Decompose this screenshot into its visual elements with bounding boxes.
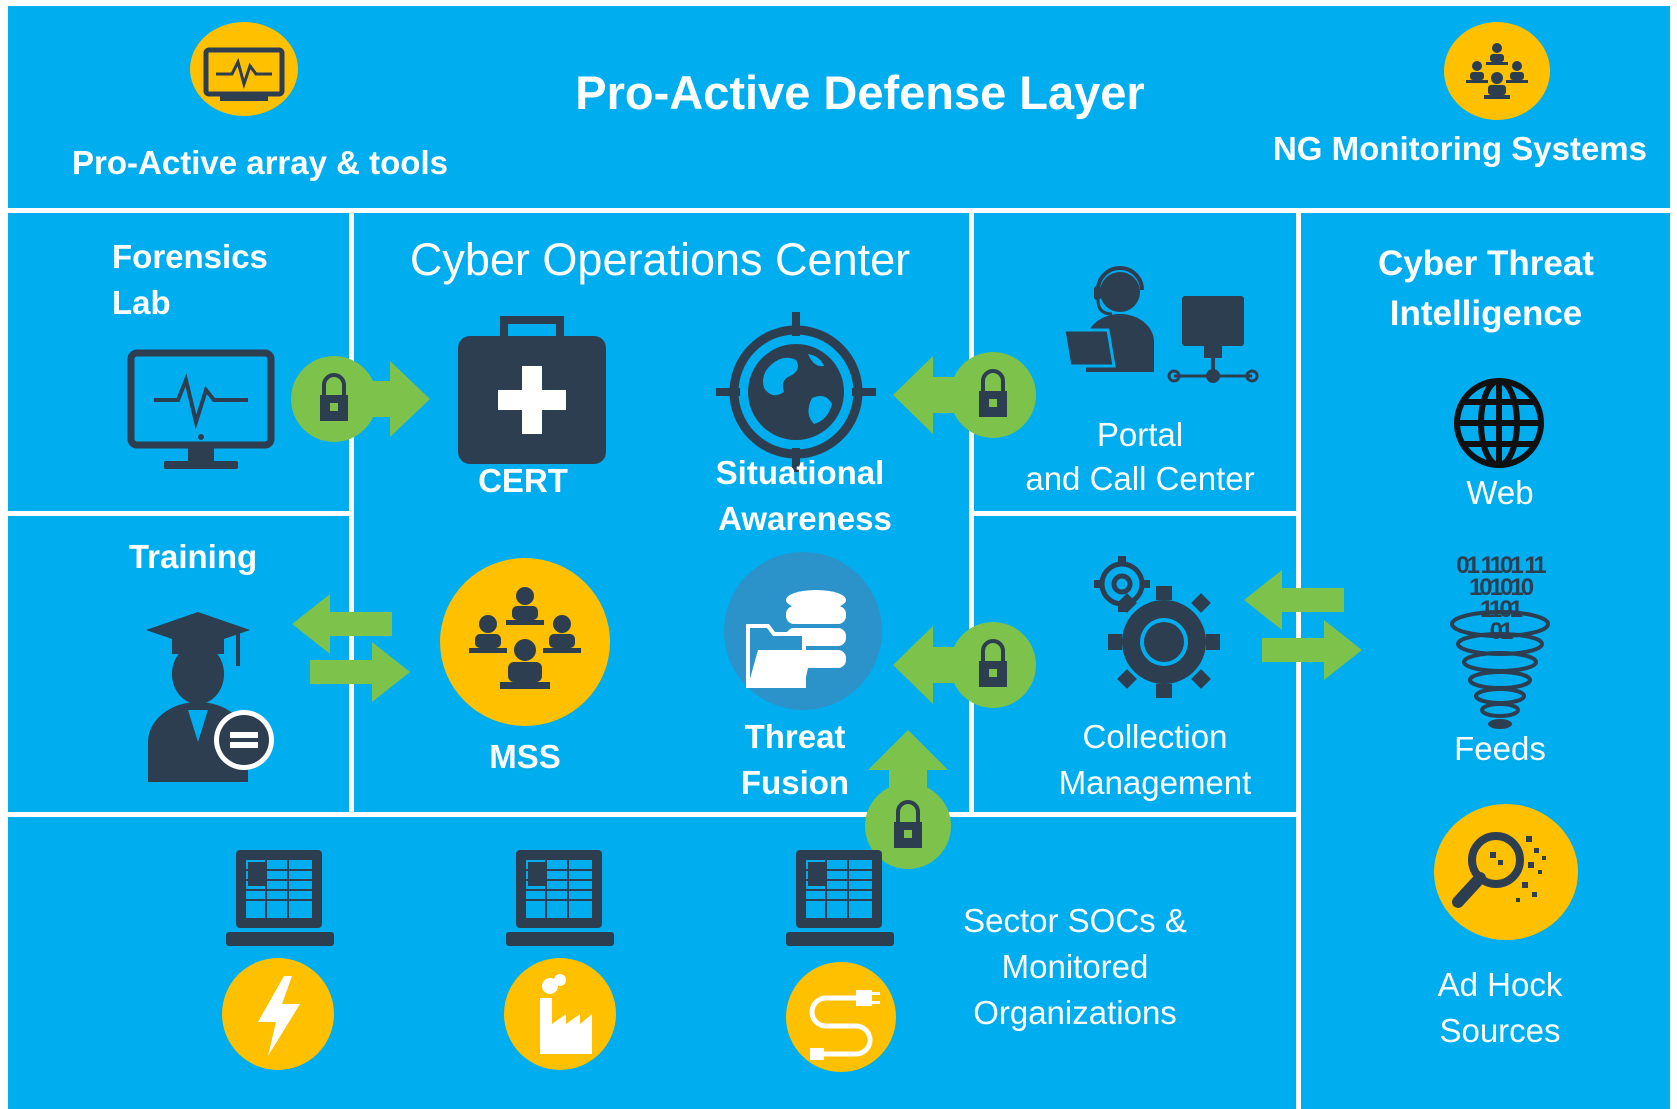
training-title: Training — [128, 538, 258, 575]
lock-arrow-sector-threat — [865, 730, 951, 869]
situational-label-1: Situational — [715, 454, 885, 491]
feeds-label: Feeds — [1454, 730, 1546, 767]
binary-line-4: 01 — [1489, 618, 1514, 645]
data-funnel-icon — [1450, 610, 1550, 729]
adhock-label-1: Ad Hock — [1437, 966, 1563, 1003]
collection-label-1: Collection — [1082, 718, 1228, 755]
laptop-icon — [786, 850, 894, 946]
laptop-icon — [226, 850, 334, 946]
call-agent-icon — [1062, 266, 1154, 372]
binary-line-1: 01 1101 11 — [1456, 552, 1546, 579]
coc-title: Cyber Operations Center — [409, 234, 911, 285]
ng-monitoring-label: NG Monitoring Systems — [1272, 130, 1648, 167]
team-icon-glyph — [1466, 43, 1528, 99]
binary-line-3: 1101 — [1479, 596, 1523, 623]
collection-label-2: Management — [1058, 764, 1252, 801]
team-icon — [1444, 22, 1550, 120]
double-arrow-collection-cti — [1244, 570, 1362, 680]
plug-icon — [809, 990, 880, 1060]
team-large-icon — [469, 587, 581, 689]
database-folder-icon — [746, 590, 846, 688]
laptop-icon — [506, 850, 614, 946]
pro-active-tools-label: Pro-Active array & tools — [72, 144, 448, 181]
target-globe-icon — [716, 312, 876, 472]
cert-label: CERT — [478, 462, 568, 499]
cti-panel — [1301, 213, 1670, 1109]
forensics-title-2: Lab — [112, 284, 171, 321]
sector-label-3: Organizations — [973, 994, 1177, 1031]
monitor-pulse-icon-glyph — [203, 47, 285, 101]
graduate-icon — [146, 612, 274, 782]
forensics-title-1: Forensics — [112, 238, 268, 275]
monitor-pulse-large-icon — [127, 349, 275, 469]
adhock-circle — [1434, 804, 1578, 940]
cti-title-2: Intelligence — [1389, 294, 1583, 333]
double-arrow-training-mss — [292, 594, 410, 702]
lock-arrow-portal-situational — [893, 352, 1036, 438]
adhock-label-2: Sources — [1439, 1012, 1561, 1049]
lightning-icon — [258, 976, 300, 1056]
threat-label-1: Threat — [744, 718, 846, 755]
portal-label-2: and Call Center — [1025, 460, 1255, 497]
sector-label-1: Sector SOCs & — [963, 902, 1187, 939]
globe-icon — [1454, 378, 1544, 468]
sector-panel — [8, 817, 1296, 1109]
sector-label-2: Monitored — [1001, 948, 1149, 985]
lock-arrow-collection-threat — [893, 622, 1036, 708]
page-title: Pro-Active Defense Layer — [575, 66, 1145, 119]
binary-line-2: 101010 — [1468, 574, 1534, 601]
gears-icon — [1094, 556, 1220, 698]
mss-label: MSS — [489, 738, 561, 775]
lock-arrow-forensics-cert — [291, 356, 430, 442]
threat-label-2: Fusion — [740, 764, 850, 801]
network-pc-icon — [1167, 296, 1259, 383]
portal-label-1: Portal — [1096, 416, 1184, 453]
magnifier-icon — [1452, 832, 1546, 908]
coc-panel — [354, 213, 969, 812]
cti-title-1: Cyber Threat — [1378, 244, 1594, 283]
web-label: Web — [1466, 474, 1534, 511]
medical-kit-icon — [458, 316, 606, 464]
situational-label-2: Awareness — [718, 500, 892, 537]
factory-icon — [540, 974, 592, 1054]
